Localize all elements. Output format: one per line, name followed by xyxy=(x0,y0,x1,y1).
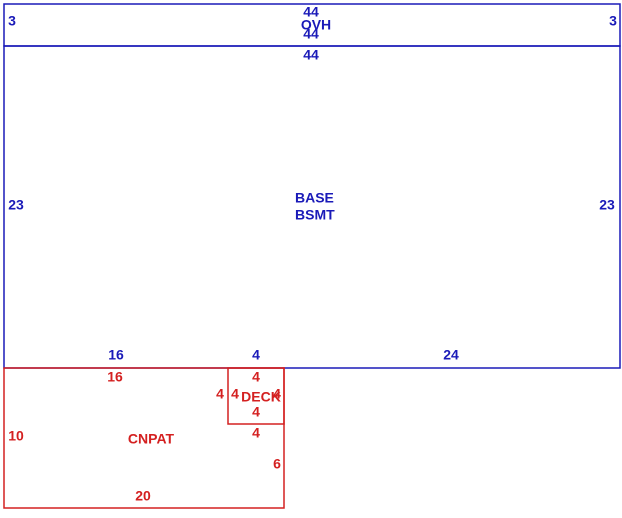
deck-dim-top: 4 xyxy=(252,369,260,385)
bsmt-label: BSMT xyxy=(295,207,335,223)
base-dim-bottom-1: 16 xyxy=(108,347,124,363)
base-dim-bottom-3: 24 xyxy=(443,347,459,363)
base-dim-top: 44 xyxy=(303,47,319,63)
base-dim-left: 23 xyxy=(8,197,24,213)
deck-dim-left-outer: 4 xyxy=(216,386,224,402)
cnpat-dim-bottom: 20 xyxy=(135,488,151,504)
ovh-dim-top-inner: 44 xyxy=(303,26,319,42)
ovh-dim-right: 3 xyxy=(609,13,617,29)
ovh-dim-top: 44 xyxy=(303,4,319,20)
base-dim-right: 23 xyxy=(599,197,615,213)
deck-dim-right: 4 xyxy=(273,386,281,402)
cnpat-dim-notch: 4 xyxy=(252,425,260,441)
ovh-label: OVH xyxy=(301,17,331,33)
deck-dim-left-inner: 4 xyxy=(231,386,239,402)
cnpat-label: CNPAT xyxy=(128,431,175,447)
deck-outline xyxy=(227,367,285,425)
base-outline xyxy=(3,45,621,369)
cnpat-dim-right-lower: 6 xyxy=(273,456,281,472)
ovh-dim-left: 3 xyxy=(8,13,16,29)
deck-label: DECK xyxy=(241,389,281,405)
cnpat-dim-top: 16 xyxy=(107,369,123,385)
cnpat-dim-left: 10 xyxy=(8,428,24,444)
deck-dim-bottom: 4 xyxy=(252,404,260,420)
cnpat-outline xyxy=(3,367,285,509)
base-label: BASE xyxy=(295,190,334,206)
base-dim-bottom-2: 4 xyxy=(252,347,260,363)
